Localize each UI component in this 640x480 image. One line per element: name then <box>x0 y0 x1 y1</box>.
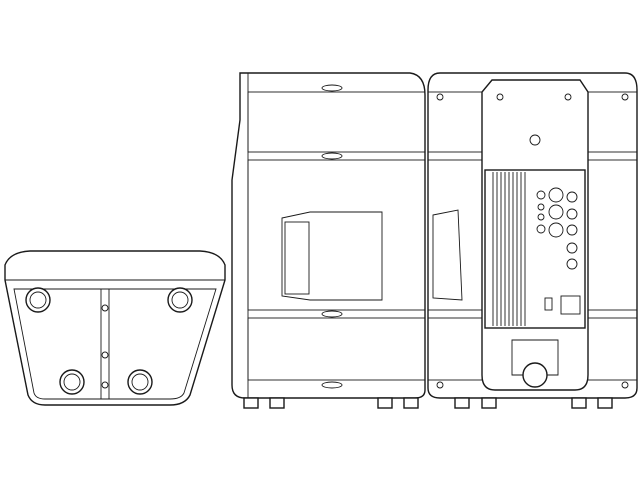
xlr-input-icon <box>536 187 578 203</box>
power-inlet-icon <box>560 295 581 315</box>
rear-view <box>427 72 638 409</box>
xlr-input-icon <box>537 203 578 221</box>
xlr-input-icon <box>536 222 578 238</box>
foot-icon <box>25 287 51 313</box>
power-switch-icon <box>544 297 553 311</box>
knob-icon <box>566 258 578 270</box>
foot-icon <box>59 369 85 395</box>
foot-icon <box>167 287 193 313</box>
knob-icon <box>566 242 578 254</box>
handle-icon <box>281 211 383 301</box>
amp-panel <box>484 169 586 329</box>
foot-icon <box>127 369 153 395</box>
side-view <box>231 72 426 409</box>
bottom-view <box>4 250 226 406</box>
